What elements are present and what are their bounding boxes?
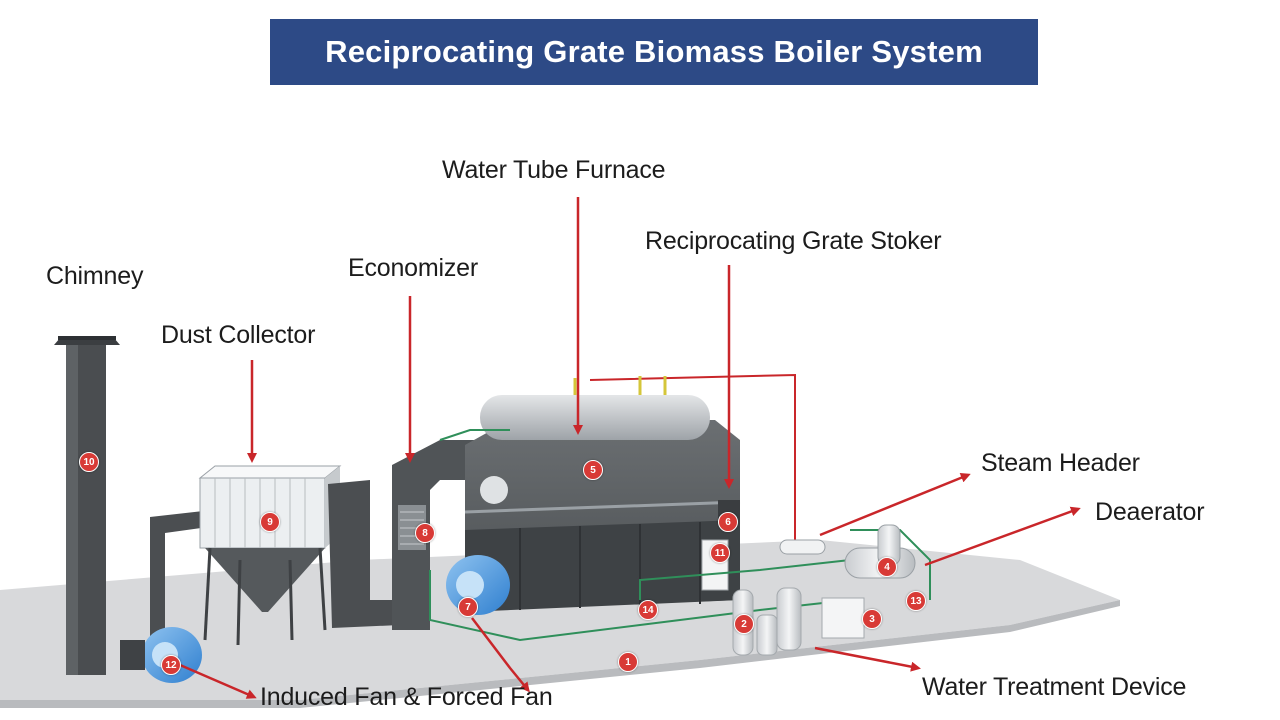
marker-5: 5 (583, 460, 603, 480)
marker-4: 4 (877, 557, 897, 577)
label-water-treatment-device: Water Treatment Device (922, 673, 1187, 701)
marker-2: 2 (734, 614, 754, 634)
marker-12: 12 (161, 655, 181, 675)
label-deaerator: Deaerator (1095, 498, 1205, 526)
arrow-deaerator (924, 506, 1081, 567)
callout-arrows (179, 197, 1081, 699)
chimney-unit (54, 336, 120, 675)
marker-1: 1 (618, 652, 638, 672)
dust-collector-unit (150, 465, 400, 646)
arrow-steam-header (819, 472, 971, 537)
arrow-water-treatment (814, 646, 921, 672)
marker-9: 9 (260, 512, 280, 532)
furnace-unit (464, 395, 741, 612)
marker-6: 6 (718, 512, 738, 532)
label-reciprocating-grate-stoker: Reciprocating Grate Stoker (645, 227, 942, 255)
marker-11-top: 11 (710, 543, 730, 563)
arrow-induced-fan (179, 663, 257, 699)
label-induced-forced-fan: Induced Fan & Forced Fan (260, 683, 553, 711)
label-economizer: Economizer (348, 254, 478, 282)
label-water-tube-furnace: Water Tube Furnace (442, 156, 666, 184)
label-steam-header: Steam Header (981, 449, 1140, 477)
marker-8: 8 (415, 523, 435, 543)
marker-10: 10 (79, 452, 99, 472)
piping (429, 373, 931, 642)
diagram-title: Reciprocating Grate Biomass Boiler Syste… (325, 34, 983, 69)
marker-14: 14 (638, 600, 658, 620)
label-dust-collector: Dust Collector (161, 321, 316, 349)
marker-3: 3 (862, 609, 882, 629)
auxiliary-equipment (732, 524, 916, 656)
marker-13: 13 (906, 591, 926, 611)
label-chimney: Chimney (46, 262, 144, 290)
marker-7: 7 (458, 597, 478, 617)
title-banner: Reciprocating Grate Biomass Boiler Syste… (270, 19, 1038, 85)
arrow-forced-fan (471, 617, 530, 693)
